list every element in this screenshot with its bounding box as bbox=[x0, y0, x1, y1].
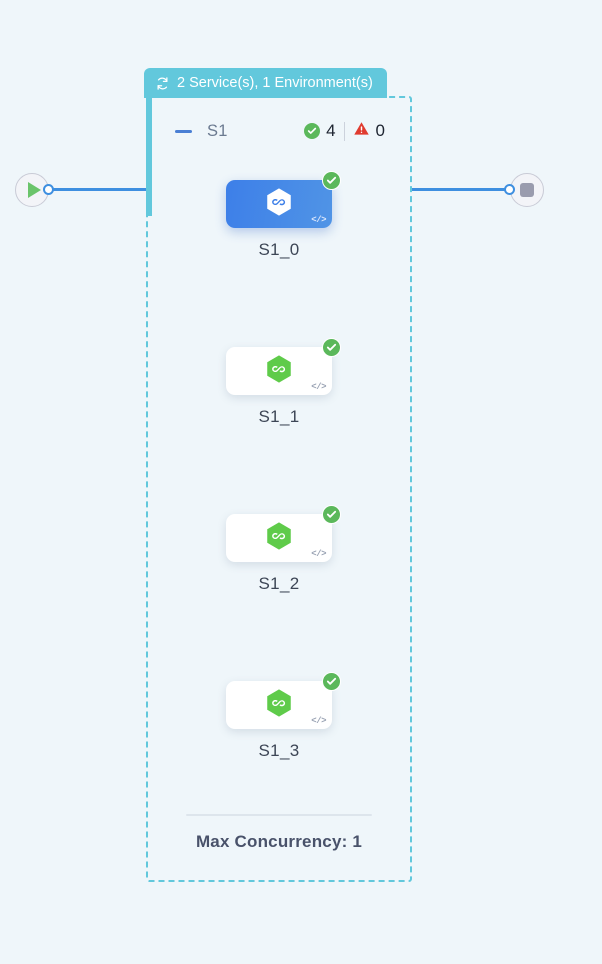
success-count: 4 bbox=[326, 121, 336, 140]
task-card[interactable]: </> bbox=[226, 505, 341, 562]
task-card[interactable]: </> bbox=[226, 338, 341, 395]
code-brackets-icon[interactable]: </> bbox=[311, 549, 326, 559]
hexagon-infinity-icon bbox=[263, 186, 295, 223]
edge-group-to-end bbox=[412, 188, 508, 191]
check-circle-icon bbox=[322, 338, 341, 357]
warning-count: 0 bbox=[375, 121, 385, 140]
service-group-title: 2 Service(s), 1 Environment(s) bbox=[177, 75, 373, 91]
warning-triangle-icon bbox=[353, 120, 370, 142]
task-node-label: S1_1 bbox=[258, 407, 300, 426]
hexagon-infinity-icon bbox=[263, 353, 295, 390]
task-node-label: S1_0 bbox=[258, 240, 300, 259]
task-card[interactable]: </> bbox=[226, 171, 341, 228]
task-node-label: S1_3 bbox=[258, 741, 300, 760]
hexagon-infinity-icon bbox=[263, 687, 295, 724]
stop-icon bbox=[520, 183, 534, 197]
service-group-header[interactable]: 2 Service(s), 1 Environment(s) bbox=[144, 68, 387, 98]
service-status-group: 4 0 bbox=[304, 120, 385, 142]
service-name-label: S1 bbox=[207, 121, 228, 140]
task-node[interactable]: </> S1_1 bbox=[226, 338, 341, 427]
task-node[interactable]: </> S1_2 bbox=[226, 505, 341, 594]
code-brackets-icon[interactable]: </> bbox=[311, 382, 326, 392]
check-circle-icon bbox=[322, 505, 341, 524]
service-group-left-rail bbox=[146, 96, 152, 216]
service-summary-row[interactable]: S1 4 0 bbox=[175, 118, 385, 144]
concurrency-divider bbox=[186, 814, 372, 816]
play-icon bbox=[27, 182, 41, 198]
hexagon-infinity-icon bbox=[263, 520, 295, 557]
check-circle-icon bbox=[322, 672, 341, 691]
warning-status: 0 bbox=[353, 120, 385, 142]
code-brackets-icon[interactable]: </> bbox=[311, 215, 326, 225]
end-input-port[interactable] bbox=[504, 184, 515, 195]
max-concurrency-label: Max Concurrency: 1 bbox=[195, 832, 363, 851]
task-node[interactable]: </> S1_0 bbox=[226, 171, 341, 260]
minus-icon[interactable] bbox=[175, 129, 192, 133]
task-node[interactable]: </> S1_3 bbox=[226, 672, 341, 761]
code-brackets-icon[interactable]: </> bbox=[311, 716, 326, 726]
check-circle-icon bbox=[322, 171, 341, 190]
task-node-label: S1_2 bbox=[258, 574, 300, 593]
status-divider bbox=[343, 121, 345, 141]
start-output-port[interactable] bbox=[43, 184, 54, 195]
check-circle-icon bbox=[304, 123, 321, 139]
task-card[interactable]: </> bbox=[226, 672, 341, 729]
end-node[interactable] bbox=[510, 173, 544, 207]
loop-refresh-icon bbox=[155, 76, 170, 91]
success-status: 4 bbox=[304, 121, 336, 141]
edge-start-to-group bbox=[52, 188, 148, 191]
